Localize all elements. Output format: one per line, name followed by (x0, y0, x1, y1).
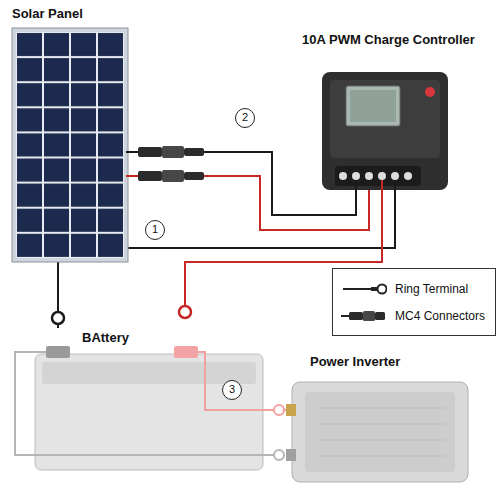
component-node: Solar Panel (8, 4, 132, 266)
negative-post (46, 346, 70, 358)
inverter-fin (320, 456, 445, 457)
ring-terminal (274, 405, 284, 415)
component-title: 10A PWM Charge Controller (302, 32, 475, 48)
wire-sample (341, 315, 349, 317)
panel-frame (12, 28, 128, 262)
negative-terminal (286, 449, 296, 461)
terminal (365, 172, 373, 180)
wire-sample (343, 288, 371, 290)
callout-number: 1 (145, 220, 165, 240)
inverter-face (305, 392, 455, 472)
black-wire (126, 151, 133, 153)
legend-text: MC4 Connectors (395, 309, 485, 323)
legend-text: Ring Terminal (395, 282, 468, 296)
controller-face (330, 80, 440, 158)
terminal-strip (335, 166, 421, 186)
legend-sample (341, 309, 387, 323)
mc4-connector (138, 170, 204, 182)
mc4-body (184, 148, 204, 156)
ring-sample (378, 284, 387, 293)
legend-box: Ring TerminalMC4 Connectors (332, 268, 496, 336)
mc4-body (138, 147, 162, 157)
inverter-fin (320, 408, 445, 409)
mc4-sample (363, 311, 375, 321)
black-wire (394, 180, 396, 193)
mc4-sample (349, 312, 363, 320)
component-title: Power Inverter (310, 354, 400, 370)
charge-controller-drawing (322, 72, 448, 190)
terminal (391, 172, 399, 180)
battery-drawing (35, 346, 263, 470)
ring-terminal (179, 306, 191, 318)
inverter-fin (320, 424, 445, 425)
inverter-drawing (286, 382, 468, 482)
mc4-sample (375, 312, 385, 320)
inverter-fin (320, 440, 445, 441)
panel-cells (16, 32, 124, 258)
mc4-body (162, 170, 184, 182)
callout-number: 2 (235, 108, 255, 128)
grey-wire (15, 352, 284, 455)
ring-terminal (274, 450, 284, 460)
component-node: Power Inverter (288, 352, 472, 487)
legend-entry: Ring Terminal (333, 275, 495, 302)
terminal (404, 172, 412, 180)
callout-number: 3 (222, 380, 242, 400)
mc4-connector (138, 146, 204, 158)
lcd-screen (346, 86, 400, 126)
ring-terminal (52, 312, 64, 324)
terminal (378, 172, 386, 180)
legend-sample (341, 282, 387, 296)
panel-bus-bar (69, 32, 71, 258)
terminal-stem (371, 287, 377, 291)
solar-panel-drawing (12, 28, 128, 262)
mc4-body (162, 146, 184, 158)
black-wire (355, 180, 357, 193)
controller-button (425, 87, 435, 97)
inverter-case (292, 382, 468, 482)
legend-entry: MC4 Connectors (333, 302, 495, 329)
component-node: 10A PWM Charge Controller (300, 30, 496, 192)
controller-housing (322, 72, 448, 190)
pink-wire (198, 352, 267, 410)
terminal (352, 172, 360, 180)
battery-case (35, 354, 263, 470)
positive-post (174, 346, 198, 358)
positive-terminal (286, 404, 296, 416)
mc4-body (184, 172, 204, 180)
component-title: Solar Panel (12, 6, 83, 22)
battery-lid (42, 362, 256, 384)
component-title: BAttery (82, 330, 129, 346)
terminal (339, 172, 347, 180)
mc4-body (138, 171, 162, 181)
component-node: BAttery (30, 328, 266, 476)
lcd-inner (350, 90, 396, 122)
